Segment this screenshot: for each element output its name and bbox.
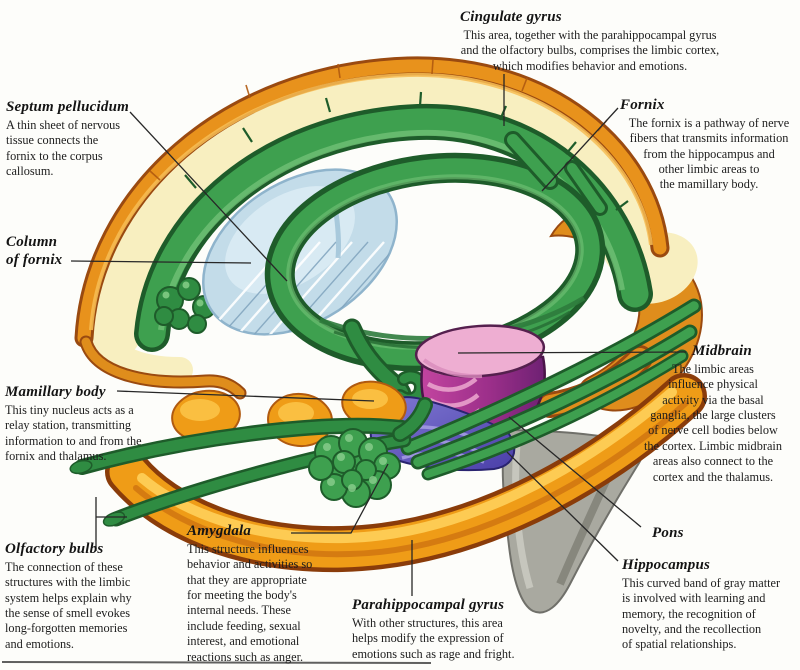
leader-pons (508, 416, 642, 528)
leader-midbrain (457, 351, 687, 354)
cingulate-gyrus-term: Cingulate gyrus (460, 9, 562, 25)
cingulate-gyrus-description: This area, together with the parahippoca… (460, 28, 720, 73)
label-fornix: Fornix The fornix is a pathway of nerve … (620, 96, 798, 193)
olfactory-bulbs-term: Olfactory bulbs (5, 541, 104, 557)
leader-column-of-fornix (70, 260, 252, 264)
label-septum-pellucidum: Septum pellucidum A thin sheet of nervou… (6, 98, 156, 179)
parahippocampal-gyrus-description: With other structures, this area helps m… (352, 616, 515, 661)
amygdala-shape (308, 428, 401, 508)
hippocampus-description: This curved band of gray matter is invol… (622, 576, 781, 652)
fornix-description: The fornix is a pathway of nerve fibers … (628, 116, 790, 192)
fornix-term: Fornix (620, 97, 665, 113)
mamillary-body-term: Mamillary body (5, 384, 106, 400)
leader-fornix (541, 107, 619, 192)
label-mamillary-body: Mamillary body This tiny nucleus acts as… (5, 383, 175, 464)
midbrain-term: Midbrain (692, 343, 752, 359)
pons-term: Pons (652, 525, 684, 541)
parahippocampal-gyrus-term: Parahippocampal gyrus (352, 597, 505, 613)
label-pons: Pons (652, 524, 742, 542)
leader-lines (70, 74, 687, 596)
leader-hippocampus (506, 451, 619, 562)
amygdala-term: Amygdala (187, 523, 252, 539)
midbrain-description: The limbic areas influence physical acti… (644, 362, 782, 484)
leader-septum (129, 111, 288, 282)
fimbria-bands (400, 298, 702, 481)
leader-amygdala (291, 463, 389, 534)
leader-olfactory (95, 497, 127, 551)
septum-pellucidum-term: Septum pellucidum (6, 99, 129, 115)
parahippocampal-band (105, 373, 707, 573)
hypothalamic-region (171, 380, 407, 448)
page-edge-line (1, 661, 432, 664)
leader-mamillary (116, 390, 375, 402)
label-hippocampus: Hippocampus This curved band of gray mat… (622, 556, 800, 653)
label-parahippocampal-gyrus: Parahippocampal gyrus With other structu… (352, 596, 552, 662)
label-midbrain: Midbrain The limbic areas influence phys… (630, 342, 796, 485)
label-olfactory-bulbs: Olfactory bulbs The connection of these … (5, 540, 167, 652)
label-cingulate-gyrus: Cingulate gyrus This area, together with… (450, 8, 730, 74)
label-column-of-fornix: Column of fornix (6, 233, 94, 269)
amygdala-description: This structure influences behavior and a… (187, 542, 313, 664)
label-amygdala: Amygdala This structure influences behav… (187, 522, 355, 665)
mamillary-body-description: This tiny nucleus acts as a relay statio… (5, 403, 142, 464)
hippocampus-term: Hippocampus (622, 557, 711, 573)
olfactory-bulbs-description: The connection of these structures with … (5, 560, 132, 651)
septum-pellucidum-description: A thin sheet of nervous tissue connects … (6, 118, 121, 179)
column-of-fornix-term: Column of fornix (6, 234, 63, 268)
cortex-arch (74, 56, 670, 400)
